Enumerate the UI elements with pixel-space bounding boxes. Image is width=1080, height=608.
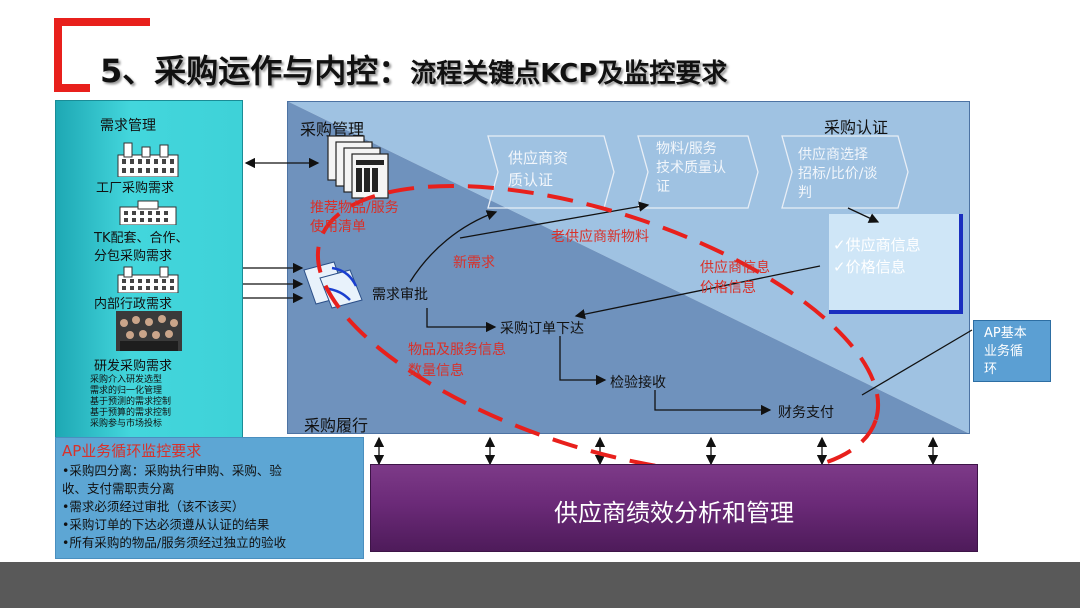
ap-line: •需求必须经过审批（该不该买） xyxy=(62,499,245,514)
chevron-material-certification xyxy=(637,135,759,209)
procurement-fulfillment-label: 采购履行 xyxy=(304,416,369,435)
old-supplier-new-material-label: 老供应商新物料 xyxy=(551,229,649,245)
procurement-certification-label: 采购认证 xyxy=(824,118,889,137)
chevron-1-text: 供应商资质认证 xyxy=(508,149,569,189)
inspection-label: 检验接收 xyxy=(610,375,666,391)
page-title: 5、采购运作与内控：流程关键点KCP及监控要求 xyxy=(100,52,728,90)
supplier-info-box: ✓供应商信息 ✓价格信息 xyxy=(829,214,963,314)
footer-bar xyxy=(0,562,1080,608)
demand-management-header: 需求管理 xyxy=(100,118,156,134)
chevron-2-text: 物料/服务技术质量认证 xyxy=(656,141,726,195)
demand-note: 采购参与市场投标 xyxy=(90,419,163,429)
supplier-performance-label: 供应商绩效分析和管理 xyxy=(554,499,794,527)
info-box-supplier: ✓供应商信息 xyxy=(833,236,921,254)
tk-demand-label-line1: TK配套、合作、 xyxy=(94,231,189,246)
demand-note: 采购介入研发选型 xyxy=(90,375,163,385)
new-demand-label: 新需求 xyxy=(453,255,495,271)
rnd-demand-label: 研发采购需求 xyxy=(94,359,173,374)
ap-monitoring-lines: •采购四分离：采购执行申购、采购、验 收、支付需职责分离 •需求必须经过审批（该… xyxy=(62,462,286,552)
factory-demand-label: 工厂采购需求 xyxy=(96,181,175,196)
ap-line: •采购四分离：采购执行申购、采购、验 xyxy=(62,463,282,478)
demand-note: 基于预测的需求控制 xyxy=(90,397,172,407)
demand-note: 基于预算的需求控制 xyxy=(90,408,172,418)
internal-admin-demand-label: 内部行政需求 xyxy=(94,297,173,312)
ap-line: •所有采购的物品/服务须经过独立的验收 xyxy=(62,535,287,550)
info-box-price: ✓价格信息 xyxy=(833,258,906,276)
chevron-supplier-selection xyxy=(781,135,909,209)
chevron-3-text: 供应商选择招标/比价/谈判 xyxy=(798,147,878,201)
recommended-list-label: 推荐物品/服务使用清单 xyxy=(310,200,399,235)
factory-icon xyxy=(117,266,179,293)
procurement-management-label: 采购管理 xyxy=(300,120,365,139)
ap-line: 收、支付需职责分离 xyxy=(62,481,175,496)
demand-management-panel: 需求管理 工厂采购需求 TK配套、合作、 分包采购需求 内部行政需求 研发采购需… xyxy=(55,100,243,439)
factory-icon xyxy=(117,142,179,177)
document-stack-icon xyxy=(327,135,389,199)
building-icon xyxy=(119,200,177,225)
people-photo-icon xyxy=(116,311,182,351)
demand-approval-label: 需求审批 xyxy=(372,287,428,303)
ap-monitoring-box: AP业务循环监控要求 •采购四分离：采购执行申购、采购、验 收、支付需职责分离 … xyxy=(55,437,364,559)
supplier-performance-box: 供应商绩效分析和管理 xyxy=(370,464,978,552)
demand-notes: 采购介入研发选型 需求的归一化管理 基于预测的需求控制 基于预算的需求控制 采购… xyxy=(90,375,171,430)
po-issue-label: 采购订单下达 xyxy=(500,321,584,337)
ap-line: •采购订单的下达必须遵从认证的结果 xyxy=(62,517,270,532)
payment-label: 财务支付 xyxy=(778,405,834,421)
goods-quantity-info-label: 物品及服务信息数量信息 xyxy=(408,342,506,379)
demand-note: 需求的归一化管理 xyxy=(90,386,163,396)
tk-demand-label-line2: 分包采购需求 xyxy=(94,249,173,264)
title-bracket-icon xyxy=(54,18,150,92)
ap-monitoring-header: AP业务循环监控要求 xyxy=(62,442,202,460)
procurement-process-panel xyxy=(287,101,970,434)
supplier-price-info-label: 供应商信息价格信息 xyxy=(700,260,770,296)
ap-cycle-box: AP基本业务循环 xyxy=(973,320,1051,382)
